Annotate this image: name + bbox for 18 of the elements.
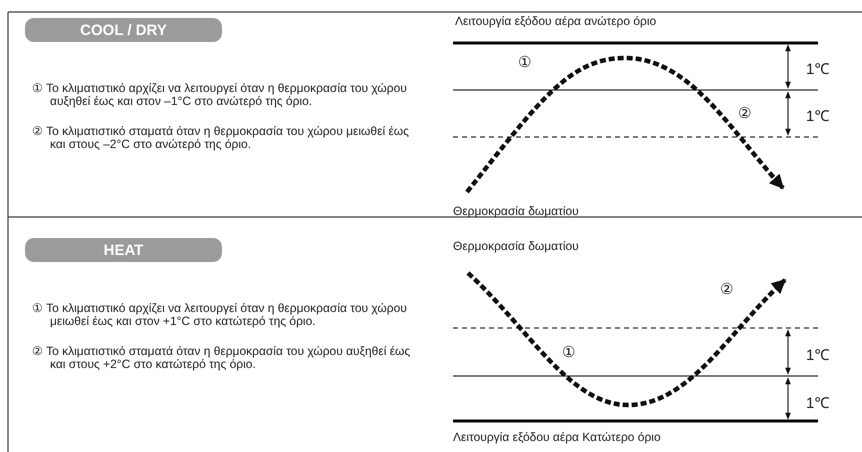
- mode-label: HEAT: [25, 238, 222, 262]
- callout-number: ②: [720, 283, 733, 296]
- limit-label: Λειτουργία εξόδου αέρα Κατώτερο όριο: [453, 431, 661, 444]
- callout-number: ①: [562, 346, 575, 359]
- temperature-step-label: 1℃: [806, 349, 830, 362]
- callout-number: ②: [738, 107, 751, 120]
- step-description: ① Το κλιματιστικό αρχίζει να λειτουργεί όταν η θερμοκρασία του χώρου αυξηθεί έως και στον –1°C στο ανώτερό της όριο.: [32, 82, 408, 108]
- limit-label: Λειτουργία εξόδου αέρα ανώτερο όριο: [455, 15, 656, 28]
- axis-label: Θερμοκρασία δωματίου: [453, 240, 579, 253]
- callout-number: ①: [518, 56, 531, 69]
- axis-label: Θερμοκρασία δωματίου: [453, 205, 579, 218]
- mode-label: COOL / DRY: [25, 18, 222, 42]
- step-description: ② Το κλιματιστικό σταματά όταν η θερμοκρασία του χώρου αυξηθεί έως και στους +2°C στο κατώτερό της όριο.: [32, 345, 412, 371]
- step-description: ② Το κλιματιστικό σταματά όταν η θερμοκρασία του χώρου μειωθεί έως και στους –2°C στο ανώτερό της όριο.: [32, 125, 410, 151]
- temperature-step-label: 1℃: [806, 397, 830, 410]
- temperature-step-label: 1℃: [806, 110, 830, 123]
- temperature-step-label: 1℃: [806, 63, 830, 76]
- step-description: ① Το κλιματιστικό αρχίζει να λειτουργεί όταν η θερμοκρασία του χώρου μειωθεί έως και στον +1°C στο κατώτερό της όριο.: [32, 302, 408, 328]
